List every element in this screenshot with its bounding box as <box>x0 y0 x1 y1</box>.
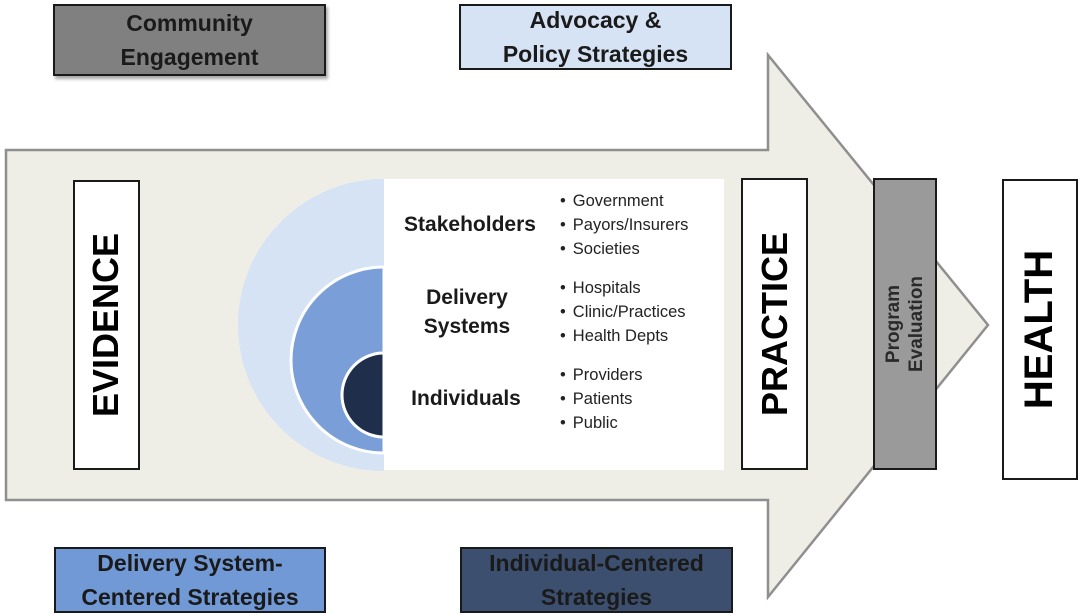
delivery-systems-list: Hospitals Clinic/Practices Health Depts <box>560 276 686 348</box>
program-evaluation-box: Program Evaluation <box>873 178 937 470</box>
advocacy-policy-box: Advocacy & Policy Strategies <box>459 4 732 70</box>
list-item: Providers <box>560 363 643 387</box>
list-item: Government <box>560 189 688 213</box>
stakeholders-list: Government Payors/Insurers Societies <box>560 189 689 261</box>
individuals-list: Providers Patients Public <box>560 363 643 435</box>
inner-circle <box>340 351 386 439</box>
practice-label: PRACTICE <box>753 231 795 417</box>
community-engagement-box: Community Engagement <box>53 4 326 76</box>
list-item: Public <box>560 411 642 435</box>
health-box: HEALTH <box>1002 179 1078 480</box>
list-item: Clinic/Practices <box>560 300 686 324</box>
program-evaluation-label: Program Evaluation <box>883 275 928 373</box>
stakeholders-label: Stakeholders <box>404 213 536 236</box>
list-item: Hospitals <box>560 276 686 300</box>
list-item: Societies <box>560 237 688 261</box>
list-item: Health Depts <box>560 324 686 348</box>
health-label: HEALTH <box>1017 249 1062 410</box>
levels-panel: Stakeholders Government Payors/Insurers … <box>384 179 724 470</box>
list-item: Patients <box>560 387 642 411</box>
individual-centered-box: Individual-Centered Strategies <box>460 547 733 613</box>
evidence-box: EVIDENCE <box>73 180 140 470</box>
individuals-label: Individuals <box>411 387 521 410</box>
evidence-label: EVIDENCE <box>85 232 127 418</box>
delivery-systems-label: Delivery Systems <box>423 286 511 338</box>
delivery-system-box: Delivery System- Centered Strategies <box>54 547 326 613</box>
practice-box: PRACTICE <box>741 178 808 470</box>
list-item: Payors/Insurers <box>560 213 689 237</box>
